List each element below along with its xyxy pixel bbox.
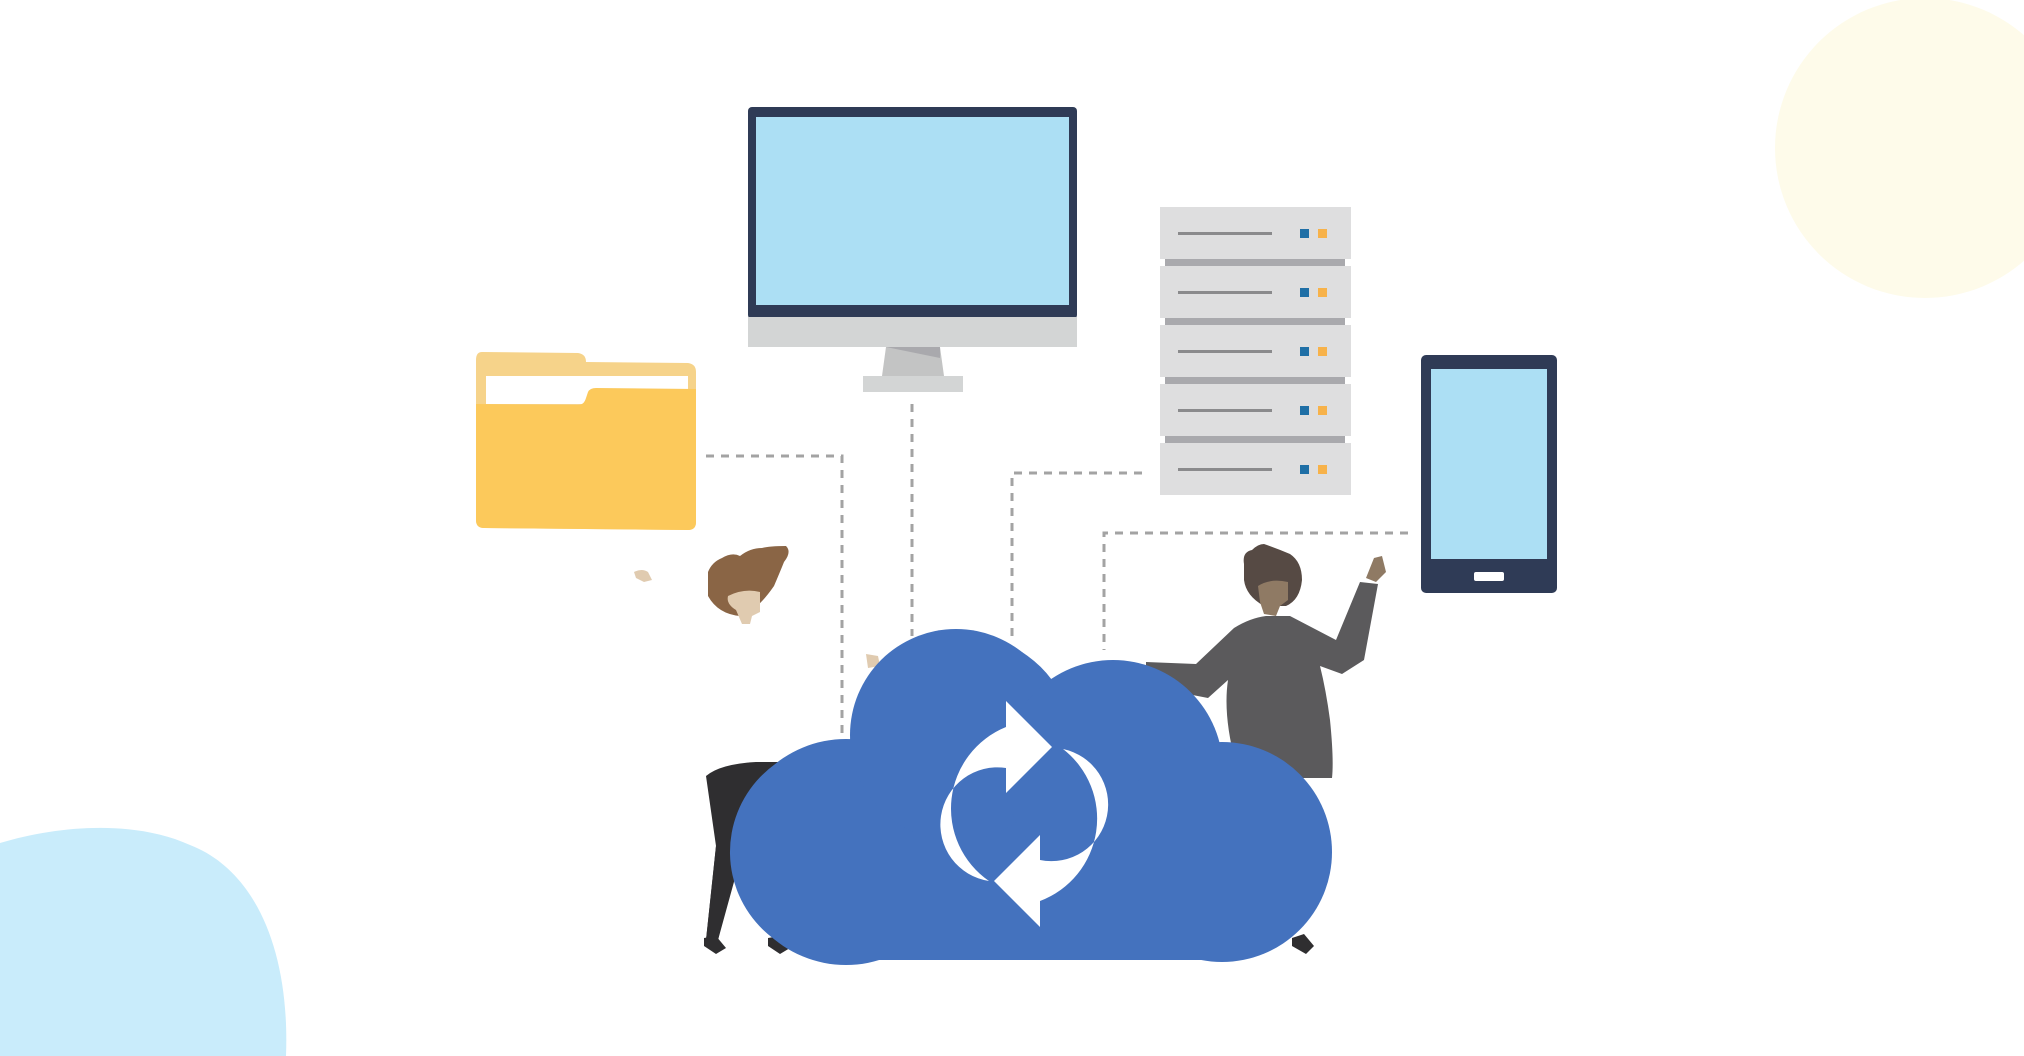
connector-tablet [1102, 531, 1408, 650]
folder-icon [476, 352, 696, 530]
sync-arrow-bottom [994, 749, 1109, 927]
tablet-icon [1421, 355, 1557, 593]
tablet-screen [1431, 369, 1547, 559]
monitor-neck-shade [886, 347, 940, 358]
blue-blob [0, 827, 287, 1056]
monitor-chin [748, 317, 1077, 347]
person-left-hand-2 [866, 654, 880, 668]
person-right-face [1258, 580, 1288, 616]
server-unit-5 [1160, 443, 1351, 495]
person-left-face [727, 590, 760, 624]
connector-server [1010, 471, 1142, 640]
connector-lines [706, 404, 1408, 740]
person-right-foot [1292, 934, 1314, 954]
person-left-foot-1 [704, 936, 726, 954]
person-left-foot-2 [768, 936, 790, 954]
person-right-raised-hand [1366, 556, 1386, 582]
folder-front [476, 388, 696, 530]
server-unit-3 [1160, 325, 1351, 377]
sync-arrows-icon [940, 701, 1109, 927]
person-right [1146, 544, 1386, 954]
person-left-hand [634, 570, 652, 582]
server-unit-4 [1160, 384, 1351, 436]
connector-folder [706, 454, 844, 740]
tablet-home-button [1474, 572, 1504, 581]
server-unit-1 [1160, 207, 1351, 259]
person-right-torso [1146, 582, 1378, 778]
monitor-base [863, 376, 963, 392]
sync-arrow-top [940, 701, 1052, 881]
monitor-icon [748, 107, 1077, 392]
yellow-blob [1775, 0, 2024, 298]
monitor-screen [756, 117, 1069, 305]
server-rack-icon [1160, 207, 1351, 495]
server-unit-2 [1160, 266, 1351, 318]
